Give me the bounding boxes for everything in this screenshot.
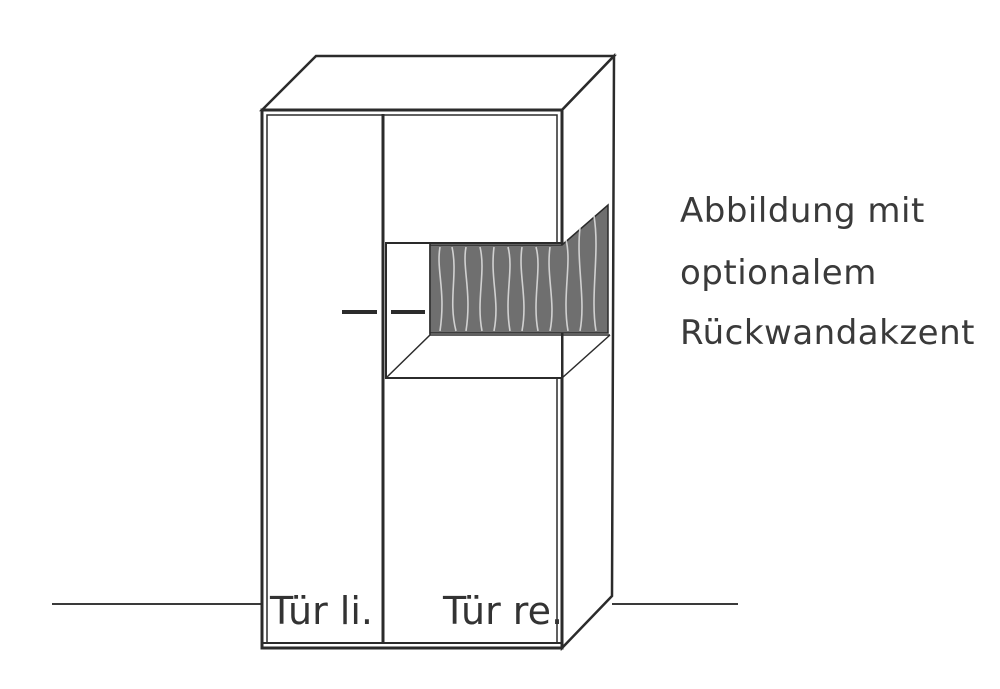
- cabinet-top: [258, 54, 617, 112]
- accent-back-panel: [429, 203, 609, 334]
- annotation-line-1: Abbildung mit: [680, 191, 925, 231]
- cabinet-side: [560, 52, 616, 652]
- niche-edge-side-bottom: [561, 334, 611, 379]
- niche-edge-bottom: [385, 334, 431, 379]
- door-right-label: Tür re.: [443, 589, 564, 633]
- annotation-line-3: Rückwandakzent: [680, 313, 975, 353]
- annotation-line-2: optionalem: [680, 253, 877, 293]
- door-left-label: Tür li.: [270, 589, 373, 633]
